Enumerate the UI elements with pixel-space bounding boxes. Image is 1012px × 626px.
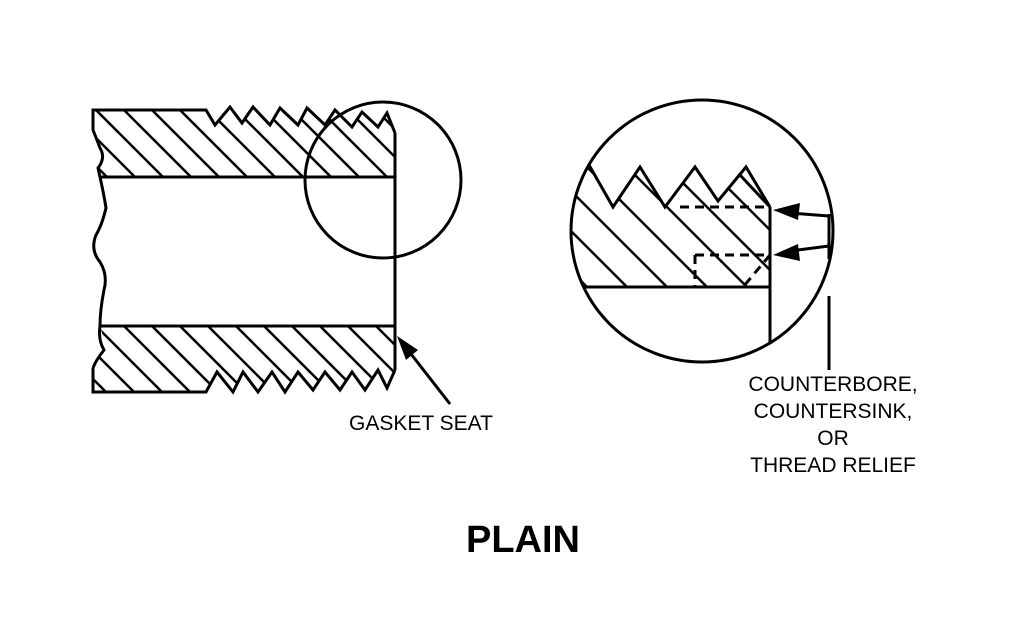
hatch-line: [571, 150, 641, 287]
hatch-line: [131, 107, 263, 177]
gasket-seat-label: GASKET SEAT: [349, 412, 493, 435]
hatch-line: [271, 107, 395, 177]
hatch-line: [412, 90, 542, 220]
hatch-line: [93, 107, 207, 177]
hatch-line: [159, 107, 291, 177]
detail-callout-circle: [303, 100, 463, 260]
hatch-line: [0, 310, 68, 410]
relief-label-line: COUNTERBORE,: [748, 373, 918, 396]
hatch-line: [599, 150, 770, 287]
relief-label-line: COUNTERSINK,: [753, 400, 913, 423]
detail-circle: [569, 98, 835, 364]
hatch-line: [103, 107, 235, 177]
relief-label: COUNTERBORE, COUNTERSINK, OR THREAD RELI…: [720, 371, 946, 479]
break-line: [91, 129, 108, 369]
hatch-line: [639, 150, 770, 287]
hatch-line: [571, 150, 721, 287]
hatch-line: [93, 107, 179, 177]
hatch-line: [0, 310, 40, 410]
bottom-thread-outline: [91, 366, 397, 395]
relief-dashed-lines: [680, 205, 772, 288]
hatch-line: [93, 326, 97, 392]
detail-view: [569, 98, 835, 370]
hatch-line: [719, 150, 770, 287]
thread-chamfer-line: [738, 173, 772, 209]
hatch-line: [355, 107, 395, 177]
hatch-line: [759, 150, 770, 287]
relief-label-line: THREAD RELIEF: [750, 454, 916, 477]
hatch-line: [571, 150, 601, 287]
top-thread-outline: [91, 104, 397, 134]
section-view: [0, 90, 542, 410]
relief-label-line: OR: [817, 427, 849, 450]
arrowhead-icon: [773, 244, 800, 261]
hatching-detail: [571, 150, 770, 287]
hatch-line: [571, 150, 681, 287]
arrowhead-icon: [397, 336, 418, 360]
hatch-line: [93, 326, 153, 392]
hatch-line: [679, 150, 770, 287]
hatch-line: [416, 310, 516, 410]
detail-thread-outline: [571, 148, 772, 210]
hatch-line: [299, 107, 395, 177]
hatch-line: [387, 326, 395, 392]
arrowhead-icon: [773, 203, 800, 220]
diagram-title: PLAIN: [466, 519, 580, 561]
hatch-line: [383, 107, 395, 177]
